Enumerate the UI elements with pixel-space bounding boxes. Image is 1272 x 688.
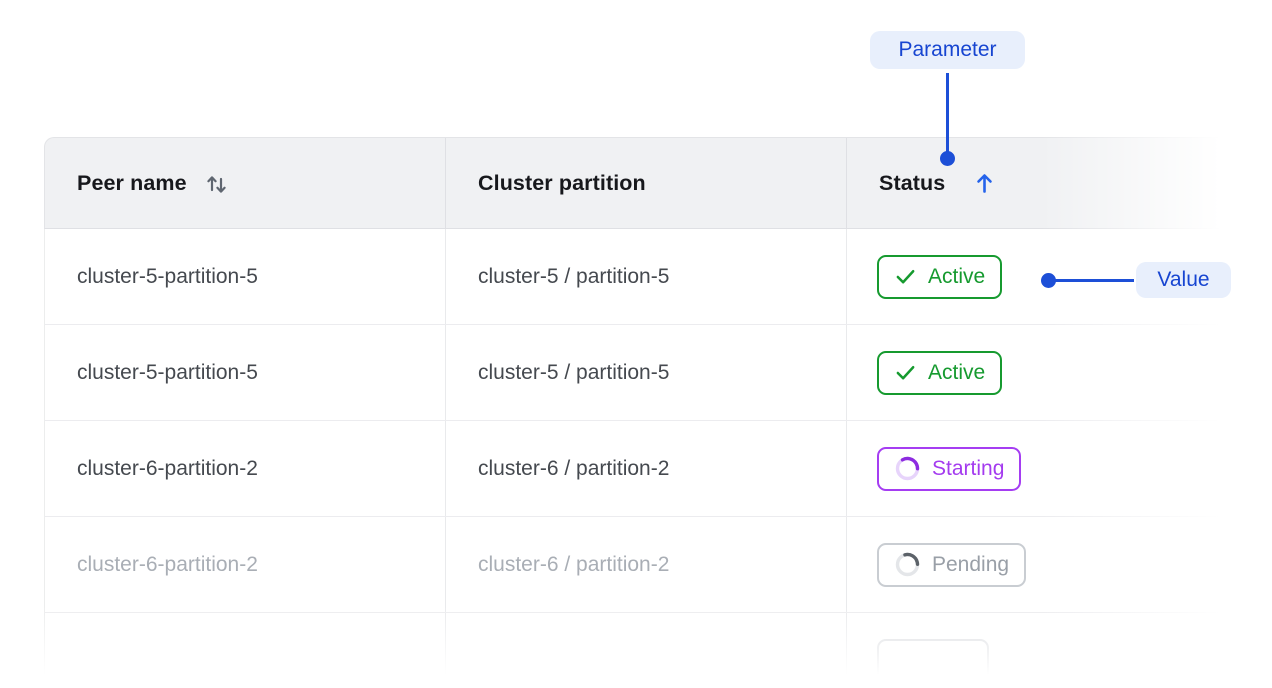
column-header-label: Status (879, 170, 946, 195)
peer-name-cell: cluster-6-partition-2 (45, 421, 446, 516)
parameter-callout-label: Parameter (898, 38, 997, 61)
parameter-callout-dot (940, 151, 955, 166)
table-row[interactable]: cluster-5-partition-5 cluster-5 / partit… (44, 325, 1272, 421)
status-cell (847, 613, 1272, 688)
status-badge-active: Active (877, 350, 1003, 395)
cluster-partition-cell: cluster-5 / partition-5 (446, 229, 847, 324)
table-row[interactable]: cluster-5-partition-5 cluster-5 / partit… (44, 229, 1272, 325)
status-badge-label: Active (928, 264, 986, 288)
value-callout-pill: Value (1136, 262, 1231, 298)
status-badge-label: Starting (932, 456, 1005, 480)
table-row[interactable] (44, 613, 1272, 688)
cluster-partition-cell: cluster-5 / partition-5 (446, 325, 847, 420)
cluster-partition-cell (446, 613, 847, 688)
status-badge-partial (877, 638, 989, 683)
value-callout-label: Value (1157, 268, 1210, 291)
status-cell: Active (847, 325, 1272, 420)
cluster-partition-cell: cluster-6 / partition-2 (446, 421, 847, 516)
column-header-status[interactable]: Status (847, 138, 1272, 228)
column-header-label: Cluster partition (478, 170, 646, 195)
status-cell: Pending (847, 517, 1272, 612)
peer-name-cell: cluster-5-partition-5 (45, 325, 446, 420)
column-header-peer-name[interactable]: Peer name (45, 138, 446, 228)
arrow-up-icon (971, 170, 998, 197)
parameter-callout-pill: Parameter (870, 31, 1025, 69)
status-badge-starting: Starting (877, 446, 1022, 491)
spinner-icon (894, 455, 921, 482)
column-header-label: Peer name (77, 170, 187, 195)
status-badge-active: Active (877, 254, 1003, 299)
sort-up-down-icon (203, 170, 230, 197)
parameter-callout-line (946, 73, 949, 153)
table-row[interactable]: cluster-6-partition-2 cluster-6 / partit… (44, 517, 1272, 613)
spinner-icon (894, 551, 921, 578)
cluster-partition-cell: cluster-6 / partition-2 (446, 517, 847, 612)
peer-name-cell (45, 613, 446, 688)
status-cell: Active (847, 229, 1272, 324)
peers-table: Peer name Cluster partition Status (44, 137, 1272, 688)
status-cell: Starting (847, 421, 1272, 516)
status-badge-label: Active (928, 360, 986, 384)
column-header-cluster-partition[interactable]: Cluster partition (446, 138, 847, 228)
status-badge-label: Pending (932, 552, 1010, 576)
checkmark-icon (894, 265, 917, 288)
peer-name-cell: cluster-6-partition-2 (45, 517, 446, 612)
status-badge-pending: Pending (877, 542, 1027, 587)
table-row[interactable]: cluster-6-partition-2 cluster-6 / partit… (44, 421, 1272, 517)
table-header-row: Peer name Cluster partition Status (44, 137, 1272, 229)
value-callout-line (1053, 279, 1134, 282)
checkmark-icon (894, 361, 917, 384)
peer-name-cell: cluster-5-partition-5 (45, 229, 446, 324)
value-callout-dot (1041, 273, 1056, 288)
